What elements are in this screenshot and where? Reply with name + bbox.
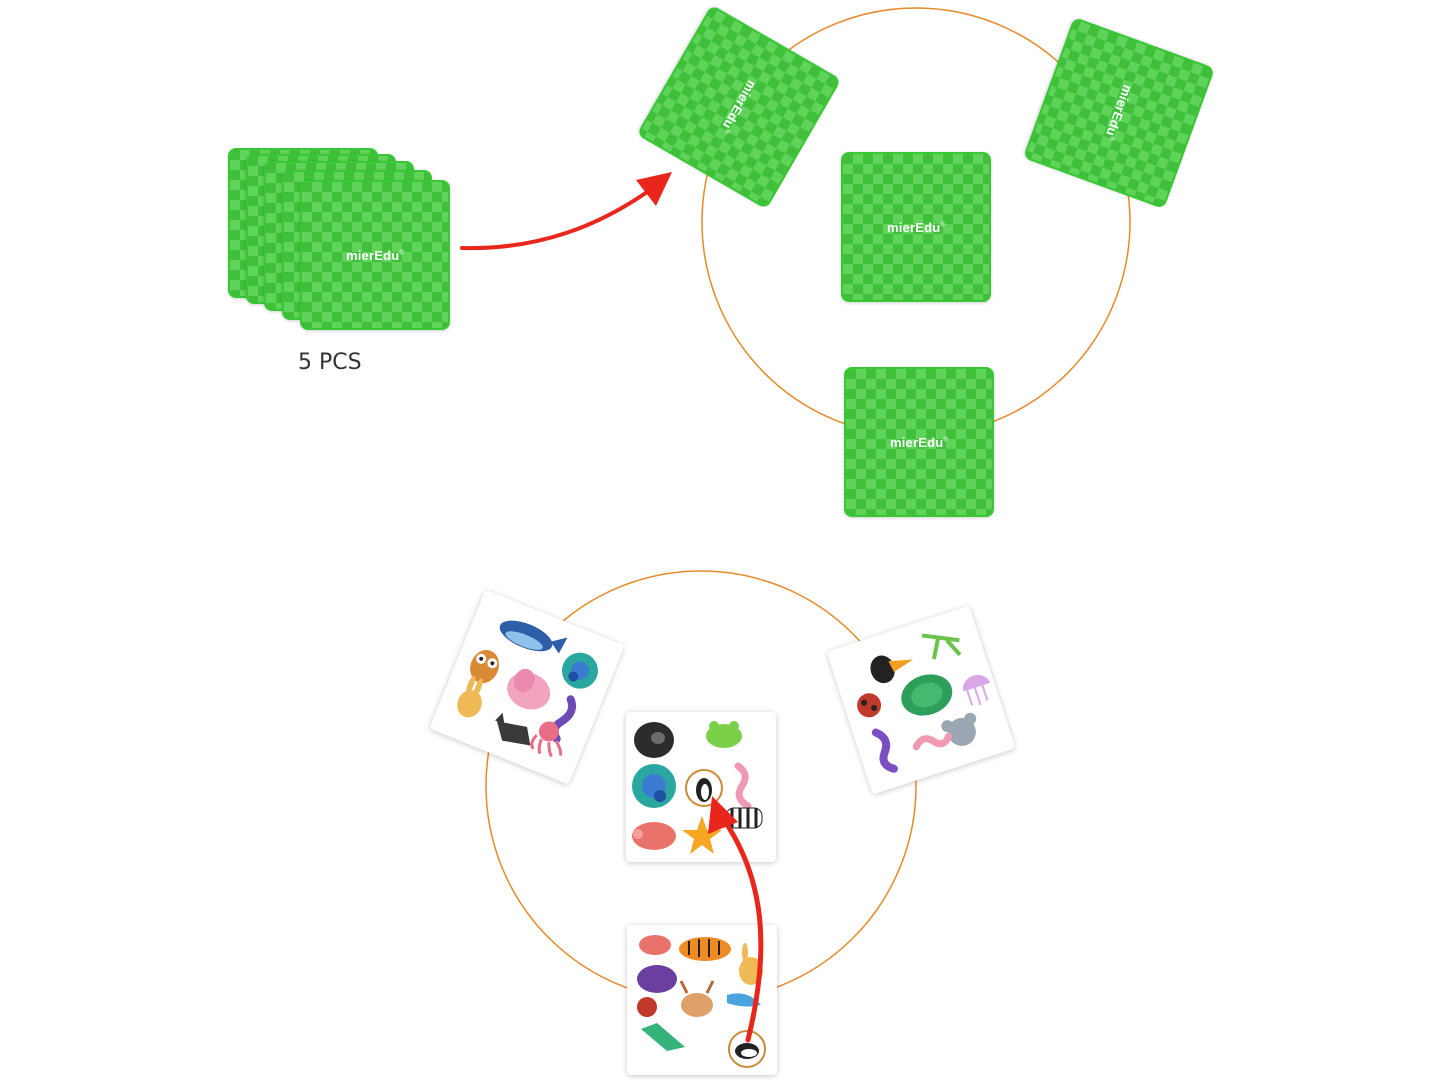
picture-card-bottom [627, 925, 777, 1075]
dolphin-icon [727, 993, 761, 1007]
crocodile-icon [641, 1023, 685, 1051]
picture-card-right [826, 605, 1016, 795]
pig-icon [632, 822, 676, 850]
penguin-icon [728, 1030, 766, 1068]
stacked-card: mierEdu® [300, 180, 450, 330]
lizard-icon [871, 728, 898, 773]
ladybug-icon [857, 693, 882, 718]
starfish-icon [682, 816, 722, 854]
hedgehog-icon [637, 965, 677, 993]
wolf-icon [495, 712, 531, 746]
peacock-icon [561, 652, 598, 689]
pig-icon [639, 935, 671, 955]
octopus-icon [530, 721, 563, 758]
brand-logo: mierEdu® [886, 219, 946, 235]
worm-icon [912, 732, 953, 751]
penguin-icon [685, 769, 723, 807]
brand-logo: mierEdu® [889, 434, 949, 450]
toucan-icon [870, 655, 914, 684]
dealt-card-center: mierEdu® [841, 152, 991, 302]
frog-icon [706, 721, 742, 748]
worm-icon [734, 762, 752, 810]
dealt-card-bottom: mierEdu® [844, 367, 994, 517]
rabbit-icon [457, 675, 483, 718]
turtle-icon [901, 674, 953, 716]
elephant-icon [507, 668, 551, 710]
koala-icon [941, 712, 977, 746]
stack-count-label: 5 PCS [298, 350, 362, 375]
deer-icon [679, 980, 715, 1017]
tiger-icon [679, 937, 731, 961]
ladybug-icon [637, 997, 657, 1017]
brand-logo: mierEdu® [345, 247, 405, 263]
gorilla-icon [634, 722, 674, 758]
whale-icon [499, 620, 568, 654]
picture-card-top-left [429, 589, 625, 785]
peacock-icon [632, 764, 676, 808]
owl-icon [470, 650, 500, 684]
jellyfish-icon [962, 674, 991, 706]
mantis-icon [921, 633, 962, 660]
